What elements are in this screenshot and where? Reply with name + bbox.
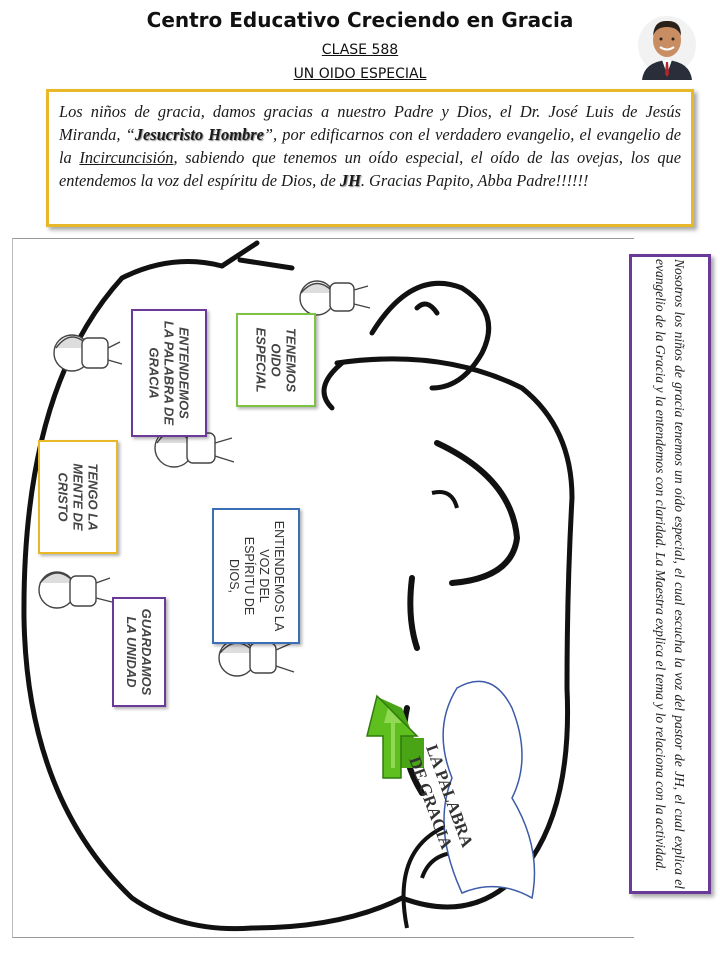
page-title: Centro Educativo Creciendo en Gracia (146, 8, 574, 32)
side-note-box: Nosotros los niños de gracia tenemos un … (629, 254, 711, 894)
class-number: CLASE 588 (321, 42, 399, 58)
smile (434, 440, 521, 586)
ear-icon (369, 280, 492, 391)
eye-upper (407, 575, 420, 651)
word-paper-strip (442, 680, 536, 900)
label-line: LA UNIDAD (124, 616, 139, 688)
intro-paragraph: Los niños de gracia, damos gracias a nue… (46, 89, 694, 227)
label-line: ESPECIAL (253, 327, 269, 393)
label-line: ENTIENDEMOS LA (272, 520, 286, 632)
label-tenemos-oido-especial: TENEMOS OIDO ESPECIAL (236, 313, 316, 407)
child-figure-5 (299, 280, 371, 316)
coloring-sheet-frame (12, 238, 634, 938)
label-line: MENTE DE (70, 463, 86, 531)
label-line: VOZ DEL (257, 549, 271, 603)
intro-text-1: Los niños de gracia, damos gracias a nue… (59, 102, 681, 144)
label-voz-del-espiritu: ENTIENDEMOS LA VOZ DEL ESPÍRITU DE DIOS, (212, 508, 300, 644)
intro-text-4: . Gracias Papito, Abba Padre!!!!!! (360, 171, 589, 190)
label-line: OIDO (268, 343, 284, 377)
label-line: ENTENDEMOS (176, 327, 192, 419)
label-line: GUARDAMOS (139, 608, 154, 696)
intro-bold-jesucristo: Jesucristo Hombre (134, 125, 264, 144)
label-mente-de-cristo: TENGO LA MENTE DE CRISTO (38, 440, 118, 554)
intro-text-2: ”, por edificarnos con el verdadero evan… (59, 125, 681, 167)
label-guardamos-unidad: GUARDAMOS LA UNIDAD (112, 597, 166, 707)
label-line: LA PALABRA DE (161, 320, 177, 426)
label-line: ESPÍRITU DE (242, 536, 256, 616)
green-arrow-icon (366, 694, 424, 779)
child-figure-4 (218, 639, 295, 677)
label-line: DIOS, (227, 558, 241, 594)
child-figure-1 (53, 334, 123, 372)
head-outline (21, 259, 225, 621)
hair-spikes (219, 240, 295, 271)
intro-bold-jh: JH (339, 171, 361, 190)
child-figure-3 (38, 571, 113, 609)
label-line: GRACIA (146, 347, 162, 399)
label-line: TENEMOS (283, 327, 299, 393)
label-line: TENGO LA (85, 463, 101, 531)
intro-underlined-word: Incircuncisión (79, 148, 174, 167)
label-entendemos-palabra: ENTENDEMOS LA PALABRA DE GRACIA (131, 309, 207, 437)
intro-text-3: , sabiendo que tenemos un oído especial,… (59, 148, 681, 190)
class-title: UN OIDO ESPECIAL (293, 66, 427, 82)
side-note-text: Nosotros los niños de gracia tenemos un … (653, 259, 687, 889)
coloring-face-illustration (21, 240, 575, 932)
label-line: CRISTO (55, 472, 71, 522)
pastor-portrait (638, 16, 696, 80)
